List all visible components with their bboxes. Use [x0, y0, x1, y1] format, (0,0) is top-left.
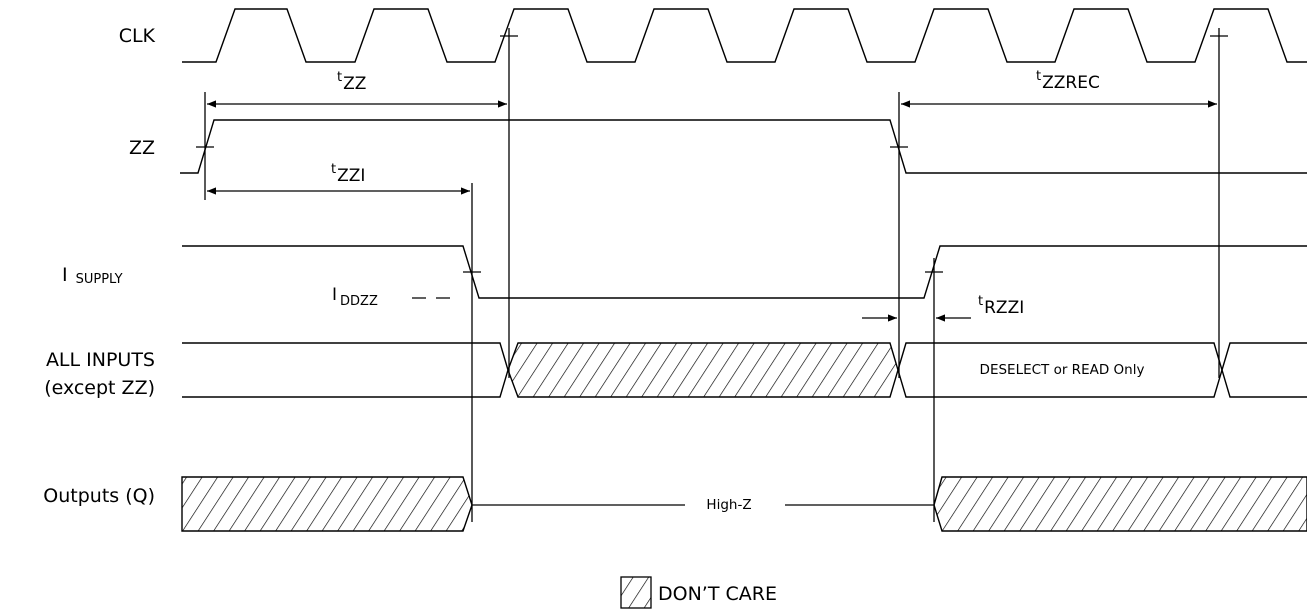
trzzi-label: tRZZI [978, 294, 1024, 318]
tzzi-sub: ZZI [337, 166, 365, 186]
signal-label-zz: ZZ [129, 137, 155, 159]
highz-label: High-Z [706, 497, 751, 513]
iddzz-main: I [332, 285, 337, 305]
inputs-bus-pre [182, 342, 509, 398]
isupply-waveform [182, 245, 1307, 299]
outputs-dont-care-region-right [933, 476, 1307, 532]
tzz-t: t [337, 70, 342, 85]
signal-label-clk: CLK [119, 25, 156, 47]
tzzi-t: t [331, 162, 336, 177]
outputs-dont-care-region-left [181, 476, 473, 532]
trzzi-t: t [978, 294, 983, 309]
tzz-label: tZZ [337, 70, 366, 94]
legend-hatch-swatch [620, 576, 652, 609]
signal-label-inputs-line1: ALL INPUTS [46, 349, 155, 371]
edge-cross-marks [196, 35, 1228, 273]
trzzi-sub: RZZI [984, 298, 1024, 318]
isupply-main: I [62, 264, 68, 286]
isupply-sub: SUPPLY [76, 272, 123, 287]
iddzz-sub: DDZZ [340, 294, 378, 309]
zz-waveform [180, 119, 1307, 174]
deselect-read-only-label: DESELECT or READ Only [980, 362, 1145, 378]
signal-label-isupply: I SUPPLY [62, 264, 123, 287]
inputs-bus-post [1221, 342, 1307, 398]
inputs-dont-care-region [507, 342, 899, 398]
signal-label-inputs-line2: (except ZZ) [44, 377, 155, 399]
signal-label-outputs: Outputs (Q) [43, 485, 155, 507]
tzzrec-sub: ZZREC [1042, 73, 1100, 93]
tzz-sub: ZZ [343, 74, 366, 94]
clk-waveform [182, 8, 1307, 63]
legend-dont-care-label: DON’T CARE [658, 583, 777, 605]
tzzrec-t: t [1036, 69, 1041, 84]
tzzi-label: tZZI [331, 162, 365, 186]
tzzrec-label: tZZREC [1036, 69, 1100, 93]
